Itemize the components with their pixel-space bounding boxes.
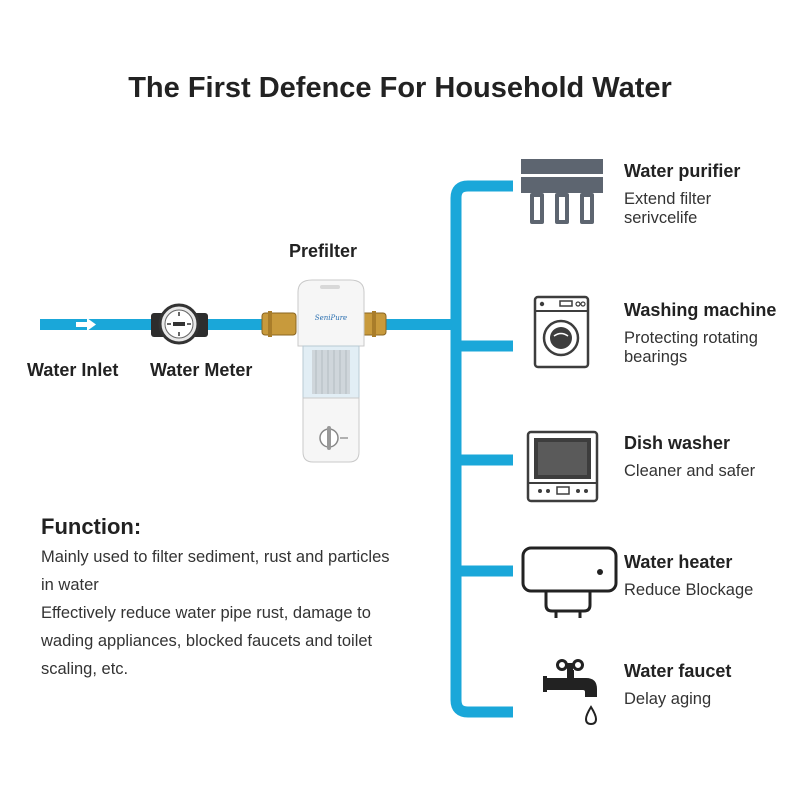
- appliance-name: Water faucet: [624, 661, 732, 681]
- appliance-desc-line: Delay aging: [624, 690, 712, 708]
- appliance-name: Water heater: [624, 552, 733, 572]
- page-title: The First Defence For Household Water: [128, 72, 672, 104]
- appliance-water-purifier: Water purifier Extend filter serivcelife: [624, 161, 740, 228]
- appliance-desc-line: Reduce Blockage: [624, 581, 754, 599]
- function-description: Mainly used to filter sediment, rust and…: [41, 543, 436, 683]
- appliance-dish-washer: Dish washer Cleaner and safer: [624, 433, 755, 481]
- appliance-description: Extend filter serivcelife: [624, 190, 740, 228]
- appliance-name: Water purifier: [624, 161, 741, 181]
- appliance-desc-line: Protecting rotating: [624, 329, 758, 347]
- washing-machine-icon: [533, 295, 590, 369]
- appliance-desc-line: serivcelife: [624, 209, 698, 227]
- appliance-name: Washing machine: [624, 300, 777, 320]
- water-meter-label: Water Meter: [150, 360, 253, 380]
- function-line: scaling, etc.: [41, 660, 129, 678]
- flow-arrow-icon: [76, 318, 96, 331]
- water-faucet-icon: [543, 659, 598, 726]
- appliance-desc-line: Cleaner and safer: [624, 462, 756, 480]
- dishwasher-icon: [526, 430, 599, 503]
- function-line: Effectively reduce water pipe rust, dama…: [41, 604, 371, 622]
- appliance-name: Dish washer: [624, 433, 731, 453]
- main-pipe: [40, 319, 454, 330]
- prefilter-label: Prefilter: [289, 241, 358, 261]
- appliance-desc-line: bearings: [624, 348, 688, 366]
- function-line: Mainly used to filter sediment, rust and…: [41, 548, 390, 566]
- appliance-description: Cleaner and safer: [624, 462, 755, 481]
- appliance-water-heater: Water heater Reduce Blockage: [624, 552, 753, 600]
- function-line: wading appliances, blocked faucets and t…: [41, 632, 373, 650]
- appliance-water-faucet: Water faucet Delay aging: [624, 661, 731, 709]
- water-inlet-label: Water Inlet: [27, 360, 119, 380]
- water-purifier-icon: [521, 159, 603, 224]
- appliance-description: Protecting rotating bearings: [624, 329, 776, 367]
- appliance-desc-line: Extend filter: [624, 190, 712, 208]
- appliance-washing-machine: Washing machine Protecting rotating bear…: [624, 300, 776, 367]
- appliance-description: Reduce Blockage: [624, 581, 753, 600]
- distribution-pipes: [450, 180, 513, 718]
- function-heading: Function:: [41, 514, 142, 539]
- water-heater-icon: [521, 546, 618, 618]
- product-brand-logo: SeniPure: [314, 314, 348, 322]
- appliance-description: Delay aging: [624, 690, 731, 709]
- function-line: in water: [41, 576, 99, 594]
- water-meter-icon: [151, 303, 208, 345]
- prefilter-device: [261, 279, 387, 463]
